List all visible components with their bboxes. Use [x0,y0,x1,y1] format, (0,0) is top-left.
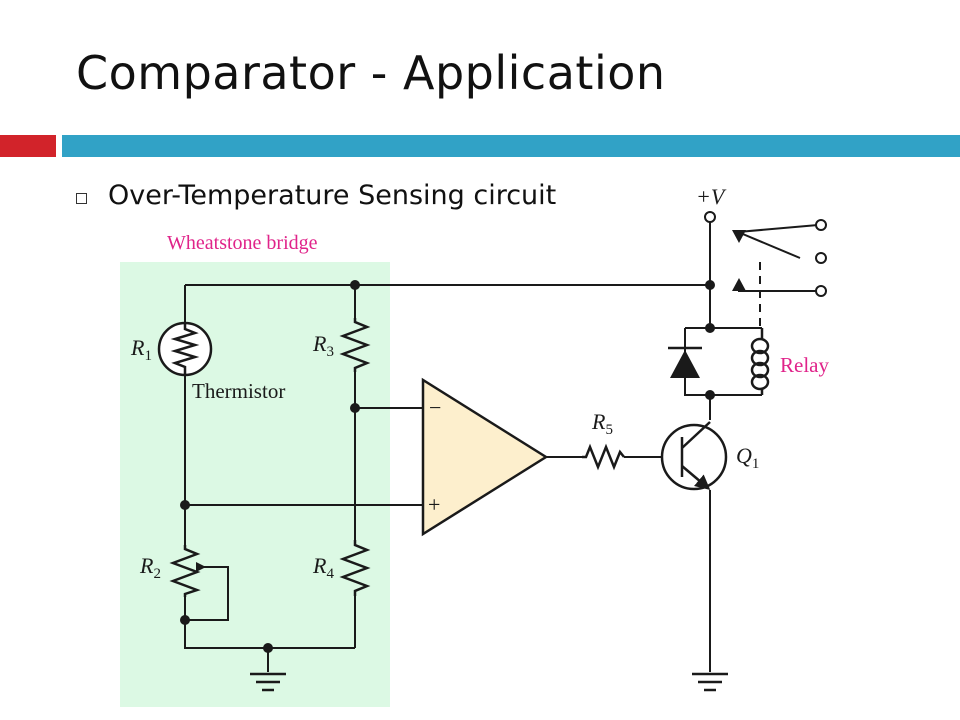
relay-coil-symbol [750,328,770,395]
r4-resistor-symbol [339,540,371,596]
accent-bar-blue [62,135,960,157]
bullet-square-icon [76,193,87,204]
r2-potentiometer-symbol [169,545,206,597]
r4-label: R4 [312,553,334,582]
diode-symbol [668,346,702,378]
bridge-ground-symbol [250,672,286,692]
q1-transistor-symbol [660,421,728,491]
transistor-ground-symbol [692,672,728,692]
opamp-minus-label: − [429,395,441,420]
bridge-label: Wheatstone bridge [167,232,318,254]
bullet-text: Over-Temperature Sensing circuit [108,180,557,211]
r2-label: R2 [139,553,161,582]
r1-label: R1 [130,335,152,364]
relay-switch-symbol [737,219,827,330]
opamp-plus-label: + [428,492,440,517]
switch-arrow-lower [732,278,746,291]
relay-label: Relay [780,353,829,377]
junction-dots [180,280,715,653]
wires [184,222,762,672]
slide-title: Comparator - Application [76,46,666,100]
r5-resistor-symbol [582,443,625,471]
accent-bar-red [0,135,56,157]
supply-label: +V [696,184,727,209]
switch-arrow-upper [732,230,746,243]
r1-thermistor-symbol [157,321,213,377]
r3-resistor-symbol [339,318,371,372]
r3-label: R3 [312,331,334,360]
opamp-symbol [421,377,549,537]
bridge-background [120,262,390,707]
r5-label: R5 [591,409,613,438]
q1-label: Q1 [736,443,759,472]
supply-terminal [704,211,716,223]
thermistor-label: Thermistor [192,379,285,403]
